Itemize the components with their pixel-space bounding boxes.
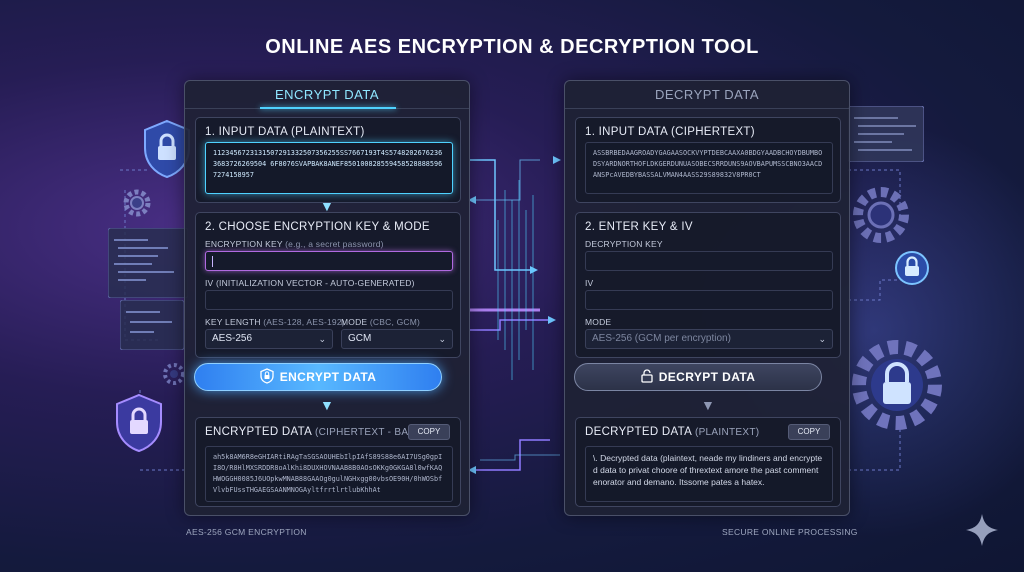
copy-ciphertext-button[interactable]: COPY — [408, 424, 450, 440]
plaintext-input[interactable]: 1123456723131507291332507356255SS7667193… — [205, 142, 453, 194]
plaintext-input-section: 1. INPUT DATA (PLAINTEXT) 11234567231315… — [195, 117, 461, 203]
section-title: 2. ENTER KEY & IV — [585, 221, 693, 233]
ciphertext-output[interactable]: ah5k8AM6R8eGHIARtiRAgTaSGSAOUHEbIlpIAfS8… — [205, 446, 453, 502]
decrypt-button-label: DECRYPT DATA — [658, 370, 756, 384]
arrow-down-icon: ▼ — [701, 397, 715, 413]
copy-plaintext-button[interactable]: COPY — [788, 424, 830, 440]
encryption-footer-note: AES-256 GCM ENCRYPTION — [186, 527, 307, 537]
key-length-select[interactable]: AES-256 ⌄ — [205, 329, 333, 349]
gear-icon — [123, 189, 151, 217]
code-window-icon — [120, 300, 184, 350]
code-window-icon — [848, 106, 924, 162]
ciphertext-input-section: 1. INPUT DATA (CIPHERTEXT) ASSBRBEDAAGRO… — [575, 117, 841, 203]
encryption-key-input[interactable] — [205, 251, 453, 271]
sparkle-icon — [966, 514, 998, 546]
key-iv-section: 2. ENTER KEY & IV DECRYPTION KEY IV MODE… — [575, 212, 841, 358]
encrypt-data-button[interactable]: ENCRYPT DATA — [194, 363, 442, 391]
gear-icon — [853, 187, 909, 243]
mode-value: GCM — [348, 333, 372, 344]
arrow-down-icon: ▼ — [320, 198, 334, 214]
iv-input[interactable] — [585, 290, 833, 310]
decryption-key-label: DECRYPTION KEY — [585, 239, 663, 249]
encrypt-panel: ENCRYPT DATA 1. INPUT DATA (PLAINTEXT) 1… — [184, 80, 470, 516]
key-length-label: KEY LENGTH (AES-128, AES-192) — [205, 317, 345, 327]
arrow-down-icon: ▼ — [320, 397, 334, 413]
mode-select[interactable]: GCM ⌄ — [341, 329, 453, 349]
decryption-footer-note: SECURE ONLINE PROCESSING — [722, 527, 858, 537]
section-title: 1. INPUT DATA (PLAINTEXT) — [205, 126, 365, 138]
decrypt-data-button[interactable]: DECRYPT DATA — [574, 363, 822, 391]
chevron-down-icon: ⌄ — [318, 334, 326, 344]
tab-decrypt-data[interactable]: DECRYPT DATA — [565, 81, 849, 109]
unlock-icon — [641, 369, 653, 383]
chevron-down-icon: ⌄ — [818, 334, 826, 344]
tab-encrypt-data[interactable]: ENCRYPT DATA — [185, 81, 469, 109]
decrypt-panel: DECRYPT DATA 1. INPUT DATA (CIPHERTEXT) … — [564, 80, 850, 516]
gear-lock-icon — [852, 340, 942, 430]
iv-label: IV — [585, 278, 594, 288]
mode-select[interactable]: AES-256 (GCM per encryption) ⌄ — [585, 329, 833, 349]
mode-label: MODE — [585, 317, 612, 327]
section-title: ENCRYPTED DATA (CIPHERTEXT - BASE64) — [205, 426, 438, 438]
key-mode-section: 2. CHOOSE ENCRYPTION KEY & MODE ENCRYPTI… — [195, 212, 461, 358]
ciphertext-output-section: ENCRYPTED DATA (CIPHERTEXT - BASE64) COP… — [195, 417, 461, 507]
iv-label: IV (INITIALIZATION VECTOR - AUTO-GENERAT… — [205, 278, 415, 288]
iv-input[interactable] — [205, 290, 453, 310]
key-length-value: AES-256 — [212, 333, 253, 344]
padlock-icon — [895, 251, 929, 285]
section-title: 1. INPUT DATA (CIPHERTEXT) — [585, 126, 755, 138]
code-window-icon — [108, 228, 188, 298]
plaintext-output-section: DECRYPTED DATA (PLAINTEXT) COPY \. Decry… — [575, 417, 841, 507]
encrypt-button-label: ENCRYPT DATA — [279, 370, 377, 384]
section-title: DECRYPTED DATA (PLAINTEXT) — [585, 426, 760, 438]
mode-label: MODE (CBC, GCM) — [341, 317, 421, 327]
mode-value: AES-256 (GCM per encryption) — [592, 333, 731, 344]
plaintext-output[interactable]: \. Decrypted data (plaintext, neade my l… — [585, 446, 833, 502]
shield-lock-icon — [260, 368, 274, 385]
chevron-down-icon: ⌄ — [438, 334, 446, 344]
page-title: ONLINE AES ENCRYPTION & DECRYPTION TOOL — [265, 36, 759, 58]
ciphertext-input[interactable]: ASSBRBEDAAGROADYGAGAASOCKVYPTDEBCAAXA0BD… — [585, 142, 833, 194]
decryption-key-input[interactable] — [585, 251, 833, 271]
section-title: 2. CHOOSE ENCRYPTION KEY & MODE — [205, 221, 430, 233]
active-tab-indicator — [260, 107, 396, 109]
shield-lock-icon — [116, 393, 162, 453]
text-caret — [212, 256, 213, 267]
encryption-key-label: ENCRYPTION KEY (e.g., a secret password) — [205, 239, 384, 249]
